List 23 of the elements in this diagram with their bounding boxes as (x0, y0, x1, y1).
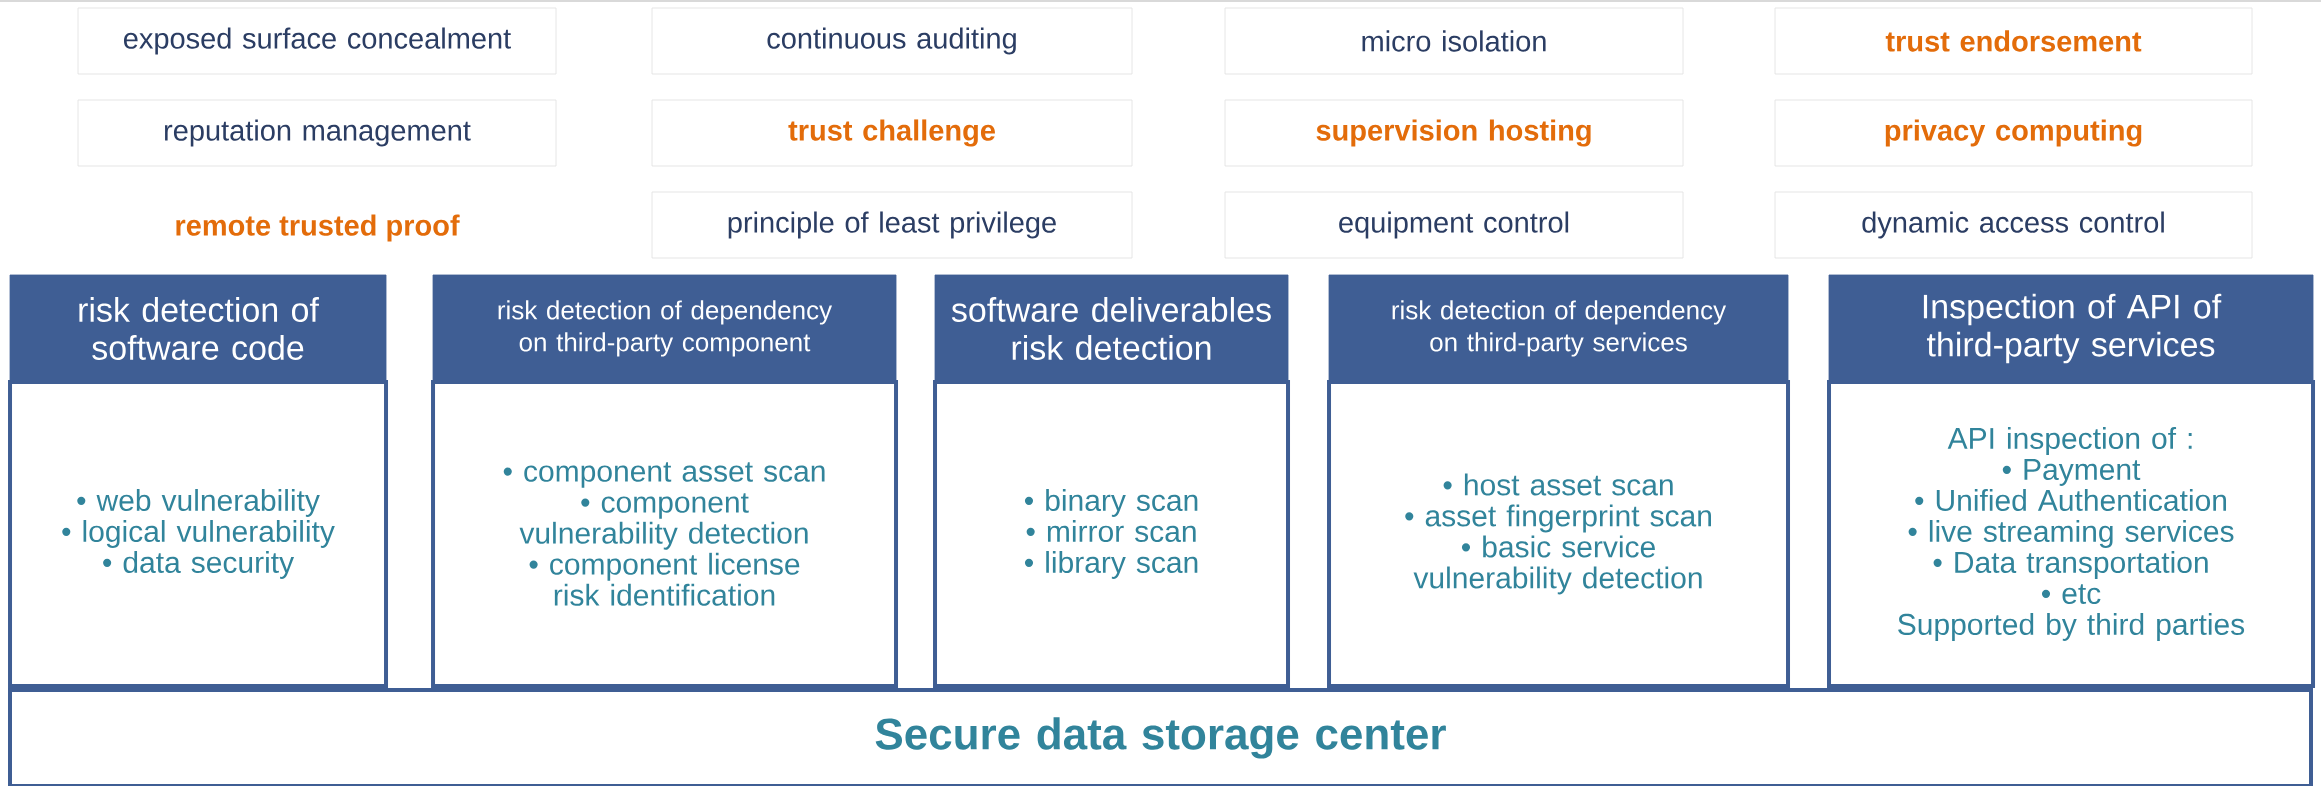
feature-box: dynamic access control (1774, 191, 2253, 259)
feature-box: continuous auditing (651, 7, 1133, 75)
column-header: software deliverables risk detection (934, 274, 1289, 383)
item-list-box: • component asset scan • component vulnerability detection • component license risk identification (431, 380, 898, 688)
item-list-box: • host asset scan • asset fingerprint scan • basic service vulnerability detection (1327, 380, 1790, 688)
feature-label: remote trusted proof (176, 214, 460, 242)
feature-box: exposed surface concealment (77, 7, 557, 75)
column-header: Inspection of API of third-party services (1828, 274, 2314, 383)
feature-box: trust challenge (651, 99, 1133, 167)
item-list-box: • web vulnerability • logical vulnerability • data security (8, 380, 388, 688)
column-header: risk detection of dependency on third-party services (1328, 274, 1789, 383)
item-list-box: API inspection of : • Payment • Unified Authentication • live streaming services • Data transportation • etc Supported by third parties (1827, 380, 2315, 688)
feature-box: reputation management (77, 99, 557, 167)
feature-box: privacy computing (1774, 99, 2253, 167)
feature-box: principle of least privilege (651, 191, 1133, 259)
column-header: risk detection of dependency on third-party component (432, 274, 897, 383)
storage-bar: Secure data storage center (8, 688, 2313, 786)
feature-box: micro isolation (1224, 7, 1684, 75)
item-list-box: • binary scan • mirror scan • library scan (933, 380, 1290, 688)
feature-box: equipment control (1224, 191, 1684, 259)
column-header: risk detection of software code (9, 274, 387, 383)
feature-box: trust endorsement (1774, 7, 2253, 75)
feature-box: supervision hosting (1224, 99, 1684, 167)
